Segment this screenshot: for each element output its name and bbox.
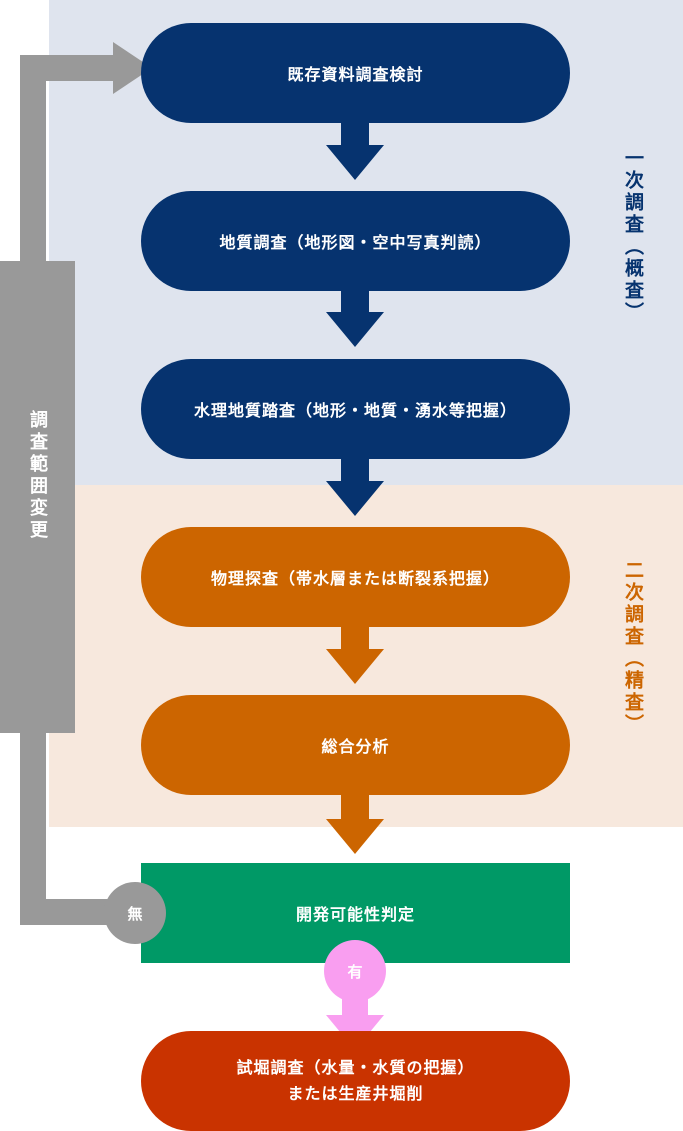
loop-sidebar (0, 261, 75, 733)
phase1-label: 一次調査（概査） (622, 148, 644, 324)
step-hydrogeology-survey: 水理地質踏査（地形・地質・湧水等把握） (141, 359, 570, 459)
arrow-yes (326, 985, 384, 1050)
step-existing-data: 既存資料調査検討 (141, 23, 570, 123)
arrow-5-6 (326, 795, 384, 854)
step-analysis: 総合分析 (141, 695, 570, 795)
final-line-1: 試堀調査（水量・水質の把握） (236, 1058, 475, 1077)
arrow-3-4 (326, 459, 384, 516)
arrow-1-2 (326, 123, 384, 180)
loop-line (20, 42, 152, 925)
arrow-2-3 (326, 291, 384, 347)
phase2-label: 二次調査（精査） (622, 560, 644, 736)
step-physical-exploration: 物理探査（帯水層または断裂系把握） (141, 527, 570, 627)
step-geology-survey: 地質調査（地形図・空中写真判読） (141, 191, 570, 291)
decision-yes-badge: 有 (324, 940, 386, 1002)
final-line-2: または生産井堀削 (287, 1084, 424, 1103)
final-step: 試堀調査（水量・水質の把握） または生産井堀削 (141, 1031, 570, 1131)
loop-label: 調査範囲変更 (27, 410, 48, 542)
arrow-4-5 (326, 627, 384, 684)
decision-no-badge: 無 (104, 882, 166, 944)
